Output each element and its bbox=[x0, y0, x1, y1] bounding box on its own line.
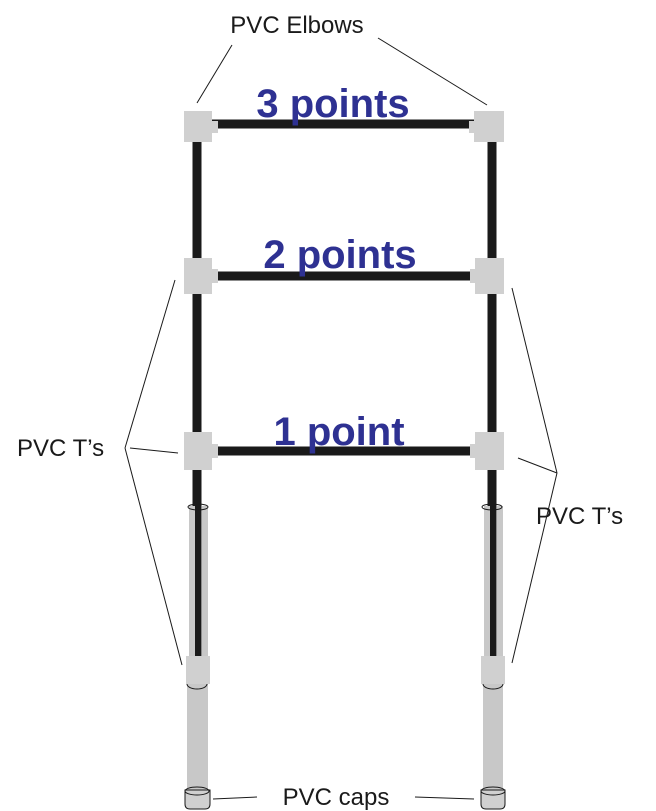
leader-tee-left-top bbox=[124, 279, 176, 449]
horizontal-pipes bbox=[210, 119, 480, 456]
label-pvc-tees-left: PVC T’s bbox=[17, 435, 104, 462]
label-pvc-caps: PVC caps bbox=[283, 784, 390, 811]
leader-tee-right-bottom bbox=[511, 472, 558, 664]
elbow-top-right bbox=[469, 111, 504, 142]
ground-sleeves bbox=[186, 503, 504, 799]
tee-left-middle bbox=[184, 258, 218, 294]
left-sleeve-top-rim bbox=[187, 503, 209, 511]
right-cap bbox=[481, 790, 505, 809]
leader-cap-left bbox=[212, 796, 258, 800]
elbow-top-left bbox=[184, 111, 218, 142]
rung-label-2-points: 2 points bbox=[263, 233, 416, 277]
label-pvc-tees-right: PVC T’s bbox=[536, 503, 623, 530]
right-sleeve-lower bbox=[483, 684, 503, 799]
leader-tee-right-top bbox=[511, 287, 558, 474]
left-cap-rim bbox=[184, 786, 210, 796]
right-cap-outline bbox=[480, 789, 506, 810]
vertical-pipes bbox=[192, 130, 497, 660]
leader-tee-left-bottom bbox=[124, 447, 183, 666]
pvc-elbows bbox=[184, 111, 504, 142]
right-sleeve-upper bbox=[484, 506, 490, 656]
leader-lines bbox=[124, 37, 558, 800]
right-cap-rim bbox=[480, 786, 506, 796]
left-sleeve-upper-right bbox=[202, 506, 208, 656]
leader-cap-right bbox=[414, 796, 475, 800]
rung-label-3-points: 3 points bbox=[256, 82, 409, 126]
leader-elbow-right bbox=[377, 37, 488, 106]
left-bottom-coupler bbox=[186, 656, 210, 684]
rung-label-1-point: 1 point bbox=[273, 410, 404, 454]
tee-left-bottom bbox=[184, 432, 218, 470]
label-pvc-elbows: PVC Elbows bbox=[230, 12, 363, 39]
point-labels: 3 points 2 points 1 point bbox=[256, 82, 416, 454]
left-cap bbox=[185, 790, 210, 809]
pvc-caps bbox=[184, 786, 506, 810]
left-sleeve-upper bbox=[189, 506, 195, 656]
tee-right-middle bbox=[470, 258, 504, 294]
tee-right-bottom bbox=[470, 432, 504, 470]
bottom-couplers bbox=[186, 656, 505, 684]
leader-elbow-left bbox=[196, 44, 233, 104]
leader-tee-left-mid bbox=[129, 447, 179, 454]
right-sleeve-top-rim bbox=[481, 503, 503, 511]
left-sleeve-lower bbox=[187, 684, 208, 799]
right-bottom-coupler bbox=[481, 656, 505, 684]
left-cap-outline bbox=[184, 789, 211, 810]
part-labels: PVC Elbows PVC T’s PVC T’s PVC caps bbox=[17, 12, 623, 811]
right-sleeve-upper-right bbox=[497, 506, 503, 656]
leader-tee-right-mid bbox=[517, 457, 558, 474]
pvc-tees bbox=[184, 258, 504, 470]
